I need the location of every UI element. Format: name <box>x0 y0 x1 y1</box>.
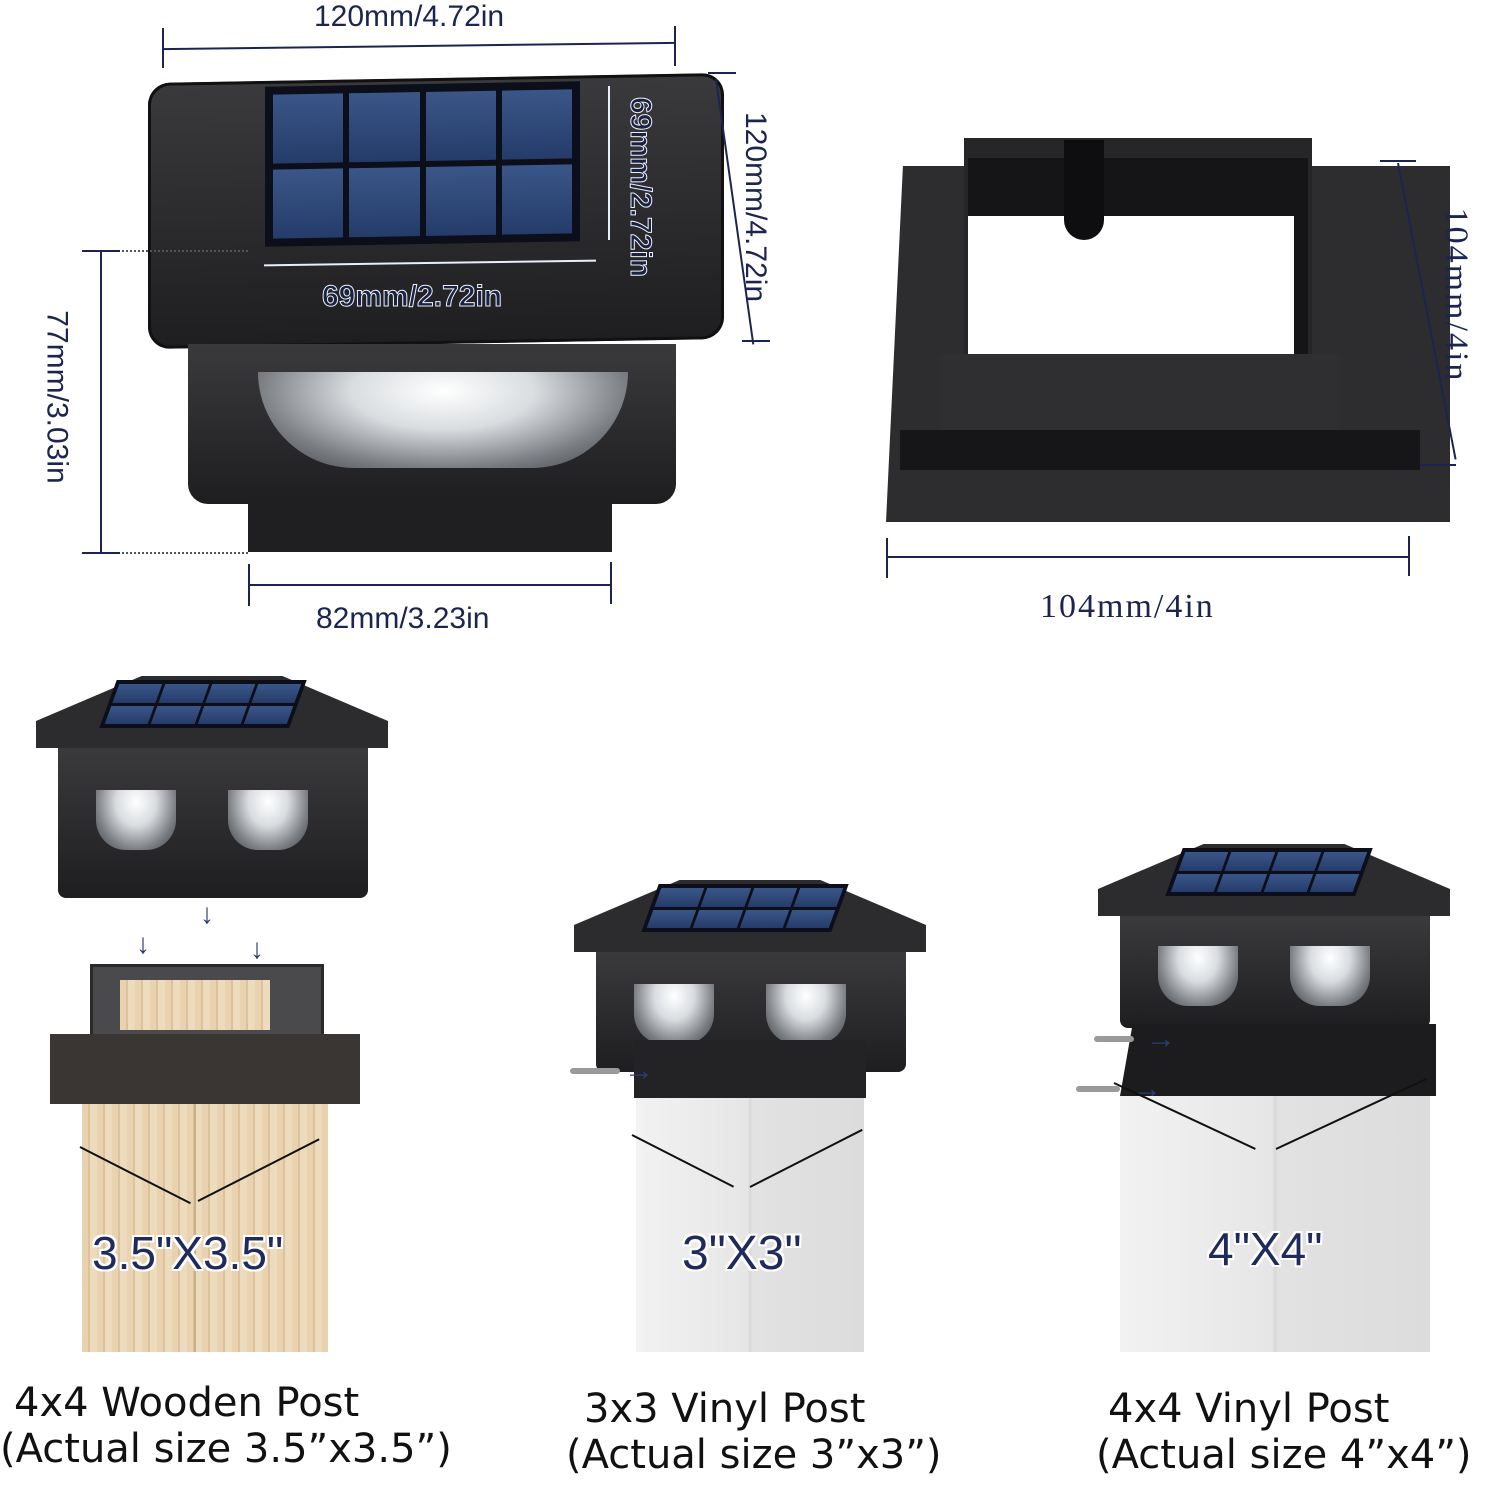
cap-height-dimension-line <box>100 250 102 552</box>
cap-base-sleeve <box>248 500 612 552</box>
vinyl-post <box>636 1098 864 1352</box>
base-width-dimension-line <box>248 584 612 586</box>
led-window-left <box>1158 946 1238 1006</box>
cap-depth-label: 120mm/4.72in <box>739 111 773 303</box>
led-window-right <box>228 790 308 850</box>
adapter-notch <box>1064 330 1170 354</box>
dimension-tick <box>1420 464 1456 466</box>
led-reflector <box>258 372 628 468</box>
dimension-tick <box>886 538 888 578</box>
post-size-label: 3"X3" <box>682 1227 802 1280</box>
dimension-tick <box>82 250 120 252</box>
dimension-tick <box>674 26 676 66</box>
cap-width-label: 120mm/4.72in <box>314 0 505 33</box>
adapter-width-label: 104mm/4in <box>1040 588 1215 625</box>
right-arrow-icon: → <box>624 1054 654 1087</box>
screw-icon <box>1076 1086 1120 1092</box>
dimension-tick <box>742 340 770 342</box>
post-subtitle: (Actual size 3.5”x3.5”) <box>0 1426 452 1472</box>
panel-width-label: 69mm/2.72in <box>321 280 503 314</box>
cap-height-label: 77mm/3.03in <box>40 310 74 484</box>
dimension-tick <box>1408 536 1410 576</box>
solar-panel <box>265 81 580 247</box>
dimension-tick <box>610 562 612 604</box>
dimension-tick <box>248 564 250 606</box>
height-guide-dotted <box>122 552 248 554</box>
dimension-tick <box>162 28 164 68</box>
screw-icon <box>570 1068 620 1074</box>
dimension-tick <box>82 552 120 554</box>
adapter-lip <box>900 430 1420 470</box>
post-top-grain <box>120 980 270 1030</box>
post-size-label: 3.5"X3.5" <box>92 1227 284 1279</box>
post-title: 4x4 Wooden Post <box>14 1380 360 1426</box>
adapter-post-pin <box>1064 140 1104 240</box>
solar-panel <box>1165 848 1373 896</box>
adapter-width-dimension-line <box>886 556 1410 558</box>
dimension-tick <box>708 72 736 74</box>
down-arrow-icon: ↓ <box>200 898 214 929</box>
cap-base-sleeve <box>634 1040 866 1098</box>
adapter-base <box>1120 1024 1436 1096</box>
led-window-right <box>766 984 846 1044</box>
adapter-base <box>50 1034 360 1104</box>
base-width-label: 82mm/3.23in <box>316 602 490 635</box>
vinyl-post <box>1120 1096 1430 1352</box>
panel-height-label: 69mm/2.72in <box>624 96 658 278</box>
adapter-depth-label: 104mm/4in <box>1437 207 1475 383</box>
post-size-label: 4"X4" <box>1208 1223 1323 1275</box>
post-edge <box>194 1104 196 1352</box>
height-guide-dotted <box>122 250 248 252</box>
solar-panel <box>99 680 307 728</box>
led-window-right <box>1290 946 1370 1006</box>
post-subtitle: (Actual size 3”x3”) <box>566 1432 942 1478</box>
led-window-left <box>96 790 176 850</box>
post-title: 4x4 Vinyl Post <box>1108 1386 1390 1432</box>
dimension-tick <box>1380 160 1416 162</box>
post-title: 3x3 Vinyl Post <box>584 1386 866 1432</box>
led-window-left <box>634 984 714 1044</box>
wooden-post <box>82 1104 328 1352</box>
post-subtitle: (Actual size 4”x4”) <box>1096 1432 1472 1478</box>
down-arrow-icon: ↓ <box>250 933 264 964</box>
screw-icon <box>1094 1036 1134 1042</box>
panel-height-dimension-line <box>608 86 610 240</box>
down-arrow-icon: ↓ <box>136 928 150 959</box>
solar-panel <box>641 884 849 932</box>
cap-width-dimension-line <box>162 41 676 51</box>
adapter-slope <box>940 354 1340 430</box>
right-arrow-icon: → <box>1146 1022 1176 1055</box>
